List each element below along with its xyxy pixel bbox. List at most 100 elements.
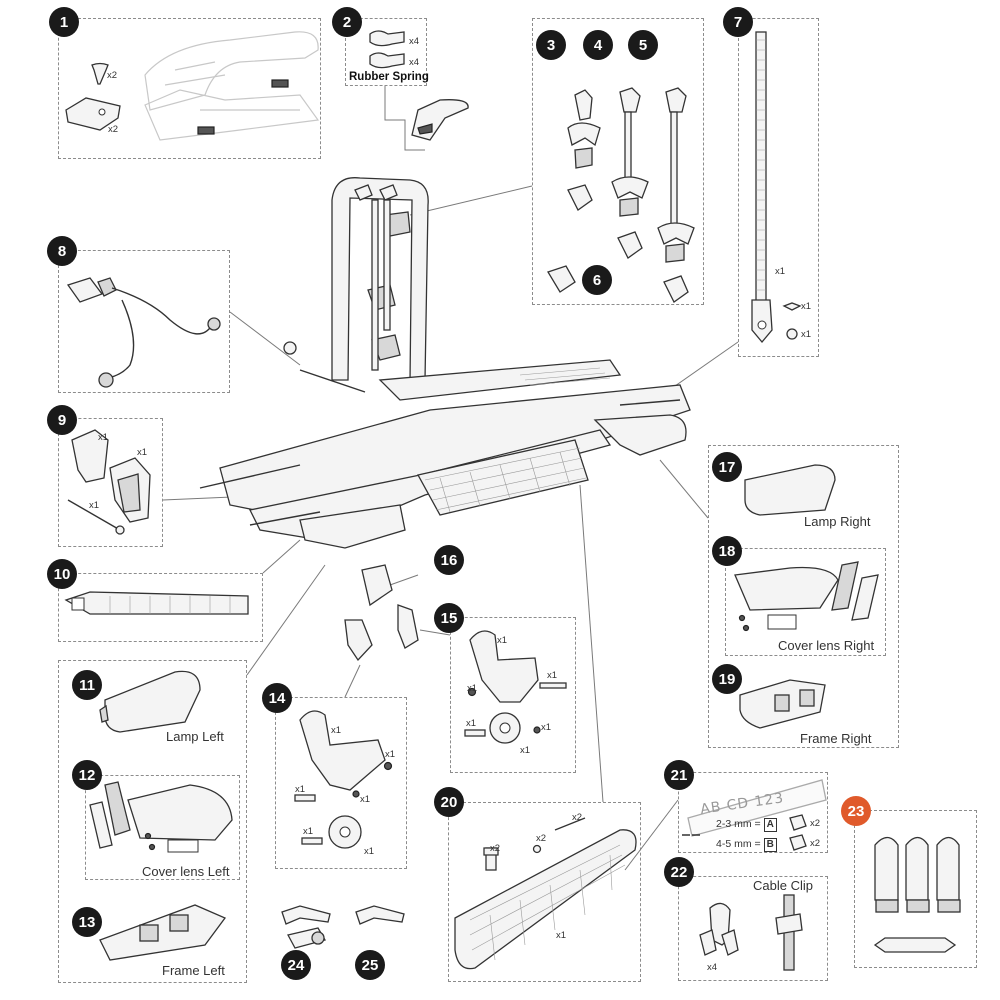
box-part-1: [58, 18, 321, 159]
callout-15: 15: [434, 603, 464, 633]
callout-17: 17: [712, 452, 742, 482]
qty-p15-a: x1: [497, 635, 508, 646]
callout-10: 10: [47, 559, 77, 589]
part-15-artwork: [464, 630, 567, 744]
qty-p15-d: x1: [466, 718, 477, 729]
qty-p14-b: x1: [385, 749, 396, 760]
part-18-artwork: [734, 561, 879, 632]
qty-p1-screw: x2: [107, 70, 118, 81]
part-25-artwork: [355, 905, 405, 925]
thickness-row-b-text: 4-5 mm =: [716, 838, 761, 850]
callout-9: 9: [47, 405, 77, 435]
callout-18: 18: [712, 536, 742, 566]
qty-p9-a: x1: [98, 432, 109, 443]
qty-p15-b: x1: [547, 670, 558, 681]
qty-p20-d: x1: [556, 930, 567, 941]
part-21-artwork: [682, 779, 827, 851]
label-frame-right: Frame Right: [800, 731, 872, 746]
qty-p21-a: x2: [810, 818, 821, 829]
box-part-18: [725, 548, 886, 656]
part-8-artwork: [66, 277, 221, 388]
qty-p14-c: x1: [295, 784, 306, 795]
qty-p7-bolt: x1: [801, 301, 812, 312]
part-13-artwork: [99, 904, 227, 961]
qty-p20-a: x2: [490, 843, 501, 854]
callout-13: 13: [72, 907, 102, 937]
spacer-b-letter: B: [763, 838, 777, 852]
callout-7: 7: [723, 7, 753, 37]
callout-16: 16: [434, 545, 464, 575]
qty-p14-e: x1: [303, 826, 314, 837]
qty-p20-b: x2: [536, 833, 547, 844]
label-cable-clip: Cable Clip: [753, 878, 813, 893]
label-cover-lens-left: Cover lens Left: [142, 864, 230, 879]
box-part-2: [345, 18, 427, 86]
part-19-artwork: [739, 679, 826, 729]
qty-p2-a: x4: [409, 36, 420, 47]
callout-1: 1: [49, 7, 79, 37]
box-part-22: [678, 876, 828, 981]
main-assembly-artwork: [199, 177, 691, 662]
box-part-14: [275, 697, 407, 869]
box-part-9: [58, 418, 163, 547]
box-part-3-6: [532, 18, 704, 305]
box-part-23: [854, 810, 977, 968]
part-20-artwork: [454, 817, 637, 970]
callout-8: 8: [47, 236, 77, 266]
callout-25: 25: [355, 950, 385, 980]
qty-p1-pad: x2: [108, 124, 119, 135]
callout-24: 24: [281, 950, 311, 980]
box-part-21: [678, 772, 828, 853]
part-12-artwork: [89, 781, 233, 853]
part-14-artwork: [294, 710, 393, 849]
part-23-artwork: [873, 836, 961, 953]
qty-p20-c: x2: [572, 812, 583, 823]
part-9-artwork: [67, 429, 151, 535]
part-22-artwork: [699, 894, 803, 971]
label-lamp-right: Lamp Right: [804, 514, 871, 529]
label-frame-left: Frame Left: [162, 963, 225, 978]
spacer-a-letter: A: [763, 818, 777, 832]
part-3-artwork: [567, 89, 601, 211]
box-part-10: [58, 573, 263, 642]
part-1-artwork: [65, 31, 320, 141]
label-rubber-spring: Rubber Spring: [349, 71, 429, 83]
part-10-artwork: [64, 591, 249, 615]
box-part-11-13: [58, 660, 247, 983]
part-7-artwork: [751, 31, 802, 344]
callout-14: 14: [262, 683, 292, 713]
callout-19: 19: [712, 664, 742, 694]
qty-p7-strap: x1: [775, 266, 786, 277]
qty-p14-d: x1: [360, 794, 371, 805]
part-6-artwork: [547, 265, 576, 293]
callout-23: 23: [841, 796, 871, 826]
part-17-artwork: [744, 464, 836, 516]
qty-p22: x4: [707, 962, 718, 973]
qty-p21-b: x2: [810, 838, 821, 849]
label-lamp-left: Lamp Left: [166, 729, 224, 744]
callout-21: 21: [664, 760, 694, 790]
qty-p7-washer: x1: [801, 329, 812, 340]
callout-11: 11: [72, 670, 102, 700]
box-part-12: [85, 775, 240, 880]
callout-2: 2: [332, 7, 362, 37]
thickness-row-a: 2-3 mm = A: [716, 818, 777, 832]
callout-6: 6: [582, 265, 612, 295]
qty-p9-b: x1: [137, 447, 148, 458]
box-part-20: [448, 802, 641, 982]
thickness-row-b: 4-5 mm = B: [716, 838, 777, 852]
callout-3: 3: [536, 30, 566, 60]
box-part-15: [450, 617, 576, 773]
thickness-row-a-text: 2-3 mm =: [716, 818, 761, 830]
part-5-artwork: [657, 87, 695, 303]
qty-p15-e: x1: [541, 722, 552, 733]
qty-p9-c: x1: [89, 500, 100, 511]
callout-20: 20: [434, 787, 464, 817]
box-part-7: [738, 18, 819, 357]
callout-22: 22: [664, 857, 694, 887]
box-part-17-19: [708, 445, 899, 748]
callout-4: 4: [583, 30, 613, 60]
part-4-artwork: [611, 87, 649, 259]
